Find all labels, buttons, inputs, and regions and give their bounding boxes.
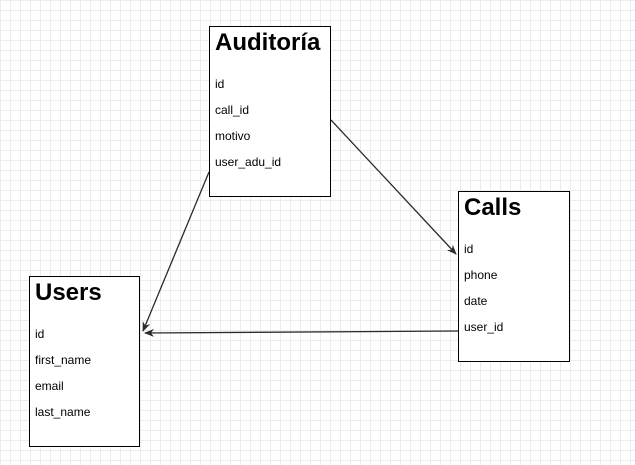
entity-users[interactable]: Users id first_name email last_name bbox=[29, 276, 140, 447]
entity-auditoria[interactable]: Auditoría id call_id motivo user_adu_id bbox=[209, 26, 331, 197]
field-user-adu-id: user_adu_id bbox=[215, 155, 282, 169]
relation-auditoria-to-calls[interactable] bbox=[330, 119, 457, 255]
field-id: id bbox=[35, 327, 45, 341]
entity-calls[interactable]: Calls id phone date user_id bbox=[458, 191, 570, 362]
field-id: id bbox=[215, 77, 225, 91]
field-call-id: call_id bbox=[215, 103, 250, 117]
relation-calls-to-users[interactable] bbox=[144, 328, 459, 337]
entity-title: Users bbox=[35, 279, 102, 306]
entity-title: Calls bbox=[464, 194, 522, 221]
entity-title: Auditoría bbox=[215, 29, 321, 56]
field-first-name: first_name bbox=[35, 353, 92, 367]
field-id: id bbox=[464, 242, 474, 256]
field-email: email bbox=[35, 379, 64, 393]
relation-auditoria-to-users[interactable] bbox=[142, 171, 210, 332]
field-last-name: last_name bbox=[35, 405, 91, 419]
field-user-id: user_id bbox=[464, 320, 504, 334]
field-motivo: motivo bbox=[215, 129, 251, 143]
field-date: date bbox=[464, 294, 488, 308]
field-phone: phone bbox=[464, 268, 498, 282]
